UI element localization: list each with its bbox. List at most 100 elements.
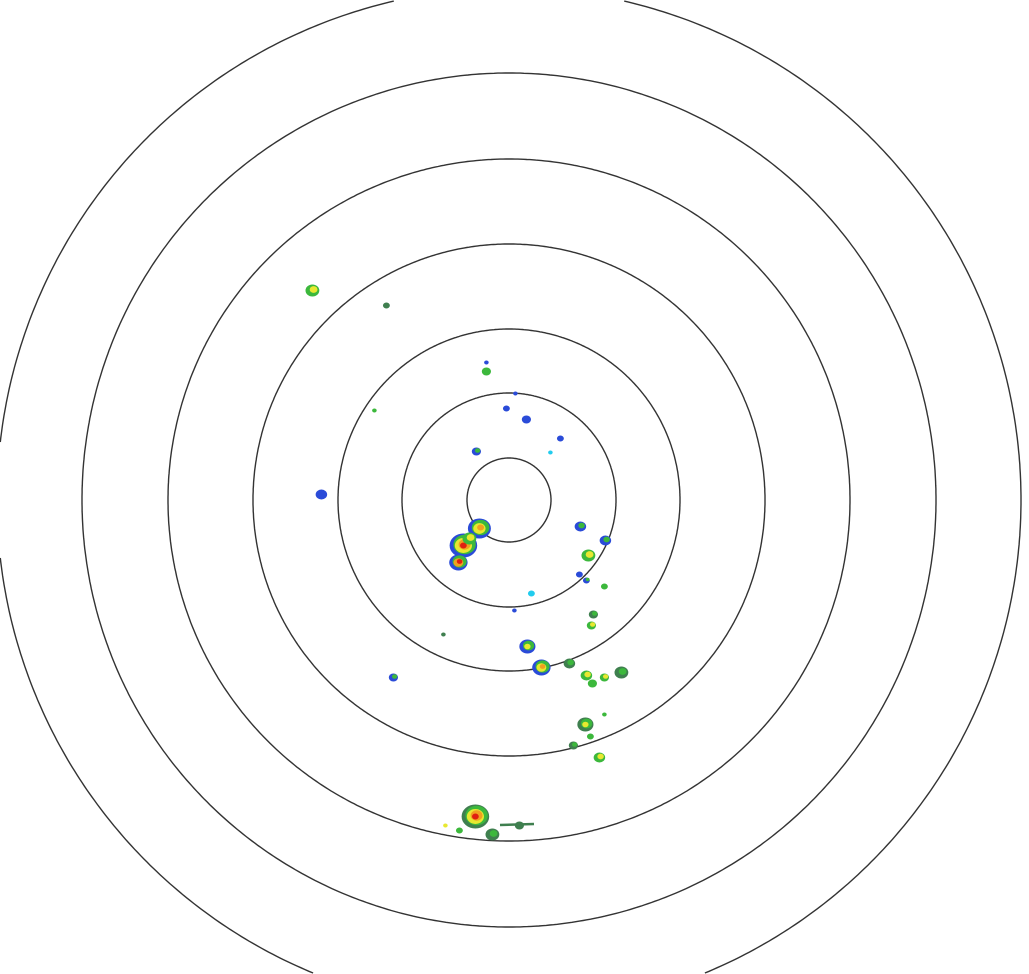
echo-green [372,408,377,413]
range-ring [401,392,617,608]
echo-light [521,415,532,424]
range-ring [704,500,1022,974]
echo-red [472,813,479,820]
echo-green [600,583,608,590]
echo-yellow [603,674,609,679]
echo-yellow [585,551,594,558]
echo-cell [461,804,490,829]
echo-green [592,611,598,616]
echo-cell [599,535,612,546]
echo-yellow [309,286,318,293]
echo-cell [441,632,446,637]
echo-cell [580,670,593,681]
echo-cell [582,577,590,584]
echo-cell [599,673,610,682]
range-ring [466,457,552,543]
echo-yellow [443,823,448,828]
echo-cell [602,712,607,717]
echo-cell [455,827,463,834]
echo-cyan [548,450,553,455]
echo-cell [575,571,583,578]
echo-light [556,435,564,442]
echo-green [618,668,627,675]
echo-yellow [597,753,604,760]
echo-cell [563,658,576,669]
echo-cell [484,360,489,365]
echo-green [602,712,607,717]
echo-cell [502,405,510,412]
echo-green [489,830,498,837]
echo-streak [499,822,535,827]
echo-cell [548,450,553,455]
echo-cyan [527,590,535,597]
echo-red [456,559,463,564]
echo-cell [512,608,517,613]
echo-cell [519,639,536,654]
echo-green [585,577,590,582]
echo-light [513,391,518,396]
range-ring [337,328,681,672]
echo-cell [485,828,500,841]
echo-cell [581,549,596,562]
echo-yellow [584,671,591,678]
echo-cell [574,521,587,532]
echo-light [315,489,328,500]
echo-green [587,679,598,688]
echo-yellow [590,622,596,627]
echo-cell [527,590,535,597]
echo-green [578,522,585,529]
echo-cell [305,284,320,297]
echo-green [392,674,398,679]
echo-green [586,733,594,740]
echo-cell [532,659,551,676]
echo-cell [614,666,629,679]
echo-cell [588,610,599,619]
echo-orange [539,664,546,669]
echo-green [603,536,610,543]
echo-green [481,367,491,376]
echo-light [484,360,489,365]
echo-cell [471,447,481,456]
echo-cell [521,415,532,424]
echo-cell [467,518,491,539]
echo-red [460,542,467,549]
echo-yellow [466,534,475,541]
echo-dark-green [382,302,390,309]
echo-cell [481,367,491,376]
echo-orange [477,524,485,531]
echo-cell [568,741,579,750]
echo-cell [382,302,390,309]
precipitation-echoes [305,284,629,841]
echo-green [572,742,578,747]
echo-cell [593,752,606,763]
echo-cell [556,435,564,442]
echo-green [475,448,481,453]
range-ring [0,0,394,443]
echo-cell [443,823,448,828]
echo-cell [600,583,608,590]
echo-green [455,827,463,834]
echo-yellow [524,643,531,650]
echo-green [567,659,574,666]
echo-cell [462,532,477,545]
echo-cell [388,673,398,682]
echo-cell [449,554,468,571]
echo-light [512,608,517,613]
range-ring [252,243,766,757]
echo-cell [315,489,328,500]
echo-dark-green [441,632,446,637]
echo-cell [513,391,518,396]
echo-cell [587,679,598,688]
echo-light [575,571,583,578]
range-ring [624,0,1022,500]
range-ring [0,557,314,974]
echo-cell [586,733,594,740]
range-ring [167,158,851,842]
echo-cell [586,621,597,630]
echo-light [502,405,510,412]
echo-cell [372,408,377,413]
echo-cell [577,717,594,732]
range-ring [81,72,937,928]
